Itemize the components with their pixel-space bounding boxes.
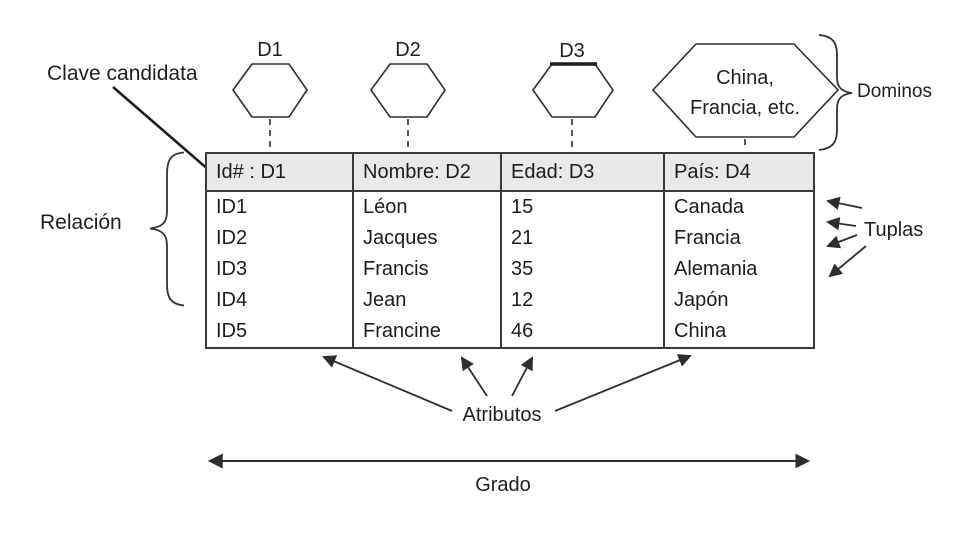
table-cell: 12 [500, 285, 664, 316]
tuples-label: Tuplas [864, 219, 924, 241]
table-row: ID3 Francis 35 Alemania [206, 254, 814, 285]
table-row: ID2 Jacques 21 Francia [206, 223, 814, 254]
table-cell: Léon [352, 191, 501, 223]
table-cell: 21 [500, 223, 664, 254]
domain-d4-values: China, Francia, etc. [690, 63, 800, 123]
table-cell: ID1 [216, 196, 248, 218]
table-cell: Jean [352, 285, 501, 316]
table-cell: ID5 [216, 320, 248, 342]
degree-label: Grado [475, 474, 531, 496]
table-cell: Francis [352, 254, 501, 285]
attribute-arrow-1 [322, 355, 453, 412]
column-header-pais: País: D4 [663, 153, 814, 192]
attributes-label: Atributos [462, 404, 542, 426]
table-cell: 46 [500, 316, 664, 348]
domain-d4-values-line1: China, [716, 67, 774, 89]
domain-hexagon-d2 [370, 63, 446, 118]
table-cell: ID2 [216, 227, 248, 249]
header-row: Id# : D1 Nombre: D2 Edad: D3 País: D4 [206, 153, 814, 192]
table-cell: Francine [352, 316, 501, 348]
table-cell: China [663, 316, 814, 348]
tuple-arrow-2 [825, 216, 857, 231]
relation-brace [149, 151, 185, 307]
table-row: ID1 Léon 15 Canada [206, 191, 814, 223]
relation-table: Id# : D1 Nombre: D2 Edad: D3 País: D4 ID… [205, 152, 815, 349]
table-cell: Canada [663, 191, 814, 223]
domains-label: Dominos [857, 81, 932, 102]
domain-hexagon-d4 [651, 43, 840, 138]
attribute-arrows [322, 354, 692, 412]
column-header-nombre: Nombre: D2 [352, 153, 501, 192]
table-cell: 35 [500, 254, 664, 285]
tuple-arrows [825, 196, 867, 278]
table-cell: ID3 [216, 258, 248, 280]
table-cell: Alemania [663, 254, 814, 285]
column-header-id: Id# : D1 [206, 153, 353, 192]
attribute-arrow-3 [511, 356, 533, 397]
table-cell: ID4 [216, 289, 248, 311]
domain-connector-dashes [269, 119, 746, 150]
domain-d3-label: D3 [559, 40, 585, 62]
domains-brace [818, 34, 853, 151]
candidate-key-pointer-line [112, 86, 211, 172]
table-cell: Francia [663, 223, 814, 254]
table-cell: 15 [500, 191, 664, 223]
candidate-key-label: Clave candidata [47, 62, 198, 85]
attribute-arrow-2 [460, 356, 488, 397]
domain-d1-label: D1 [257, 39, 283, 61]
table-cell: Japón [663, 285, 814, 316]
domain-hexagon-d3 [532, 63, 614, 118]
tuple-arrow-3 [826, 234, 858, 249]
attribute-arrow-4 [554, 354, 692, 412]
domain-d4-values-line2: Francia, etc. [689, 97, 801, 119]
column-header-edad: Edad: D3 [500, 153, 664, 192]
domain-hexagon-d1 [232, 63, 308, 118]
tuple-arrow-4 [828, 245, 867, 278]
table-row: ID4 Jean 12 Japón [206, 285, 814, 316]
relation-label: Relación [40, 211, 122, 234]
domain-d2-label: D2 [395, 39, 421, 61]
tuple-arrow-1 [826, 196, 863, 210]
table-row: ID5 Francine 46 China [206, 316, 814, 348]
table-cell: Jacques [352, 223, 501, 254]
